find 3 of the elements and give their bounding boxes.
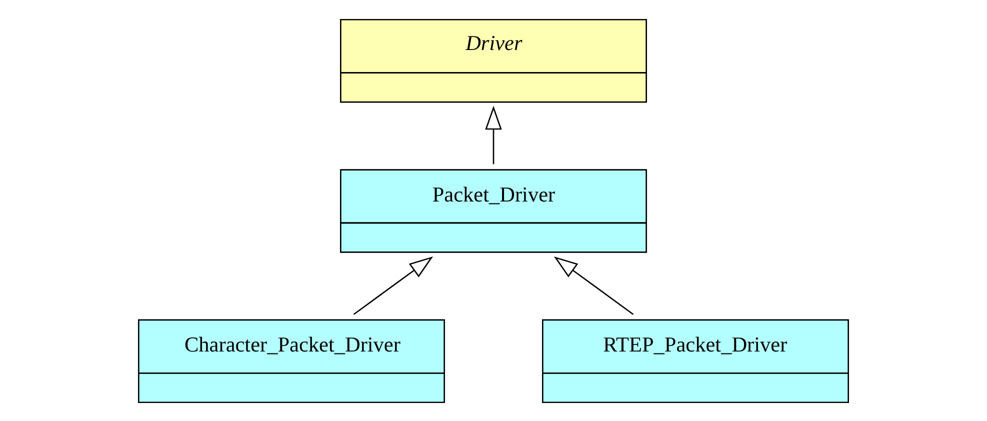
arrow (353, 256, 434, 314)
arrow (554, 256, 634, 314)
arrow (485, 105, 502, 164)
